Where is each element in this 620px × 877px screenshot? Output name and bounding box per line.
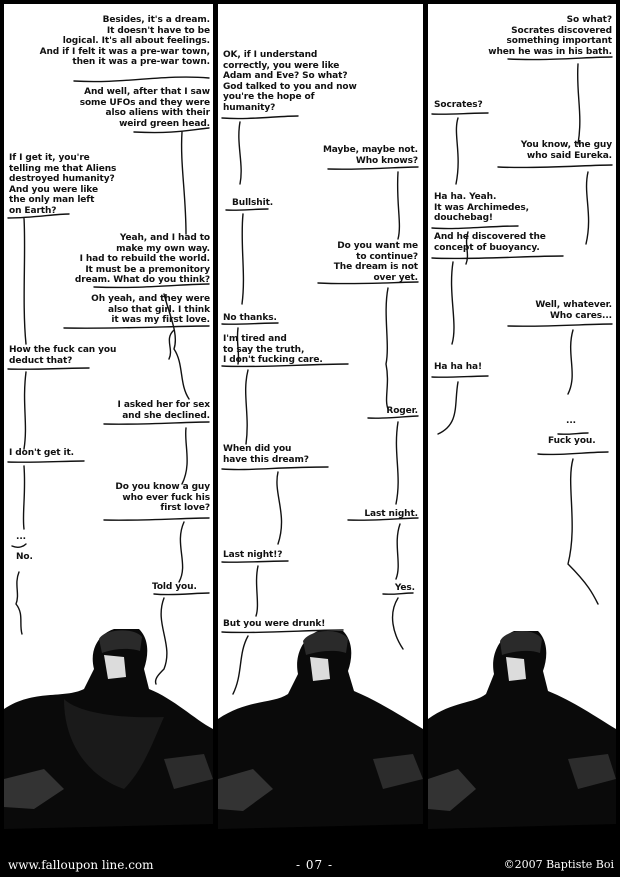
man-silhouette-drawing (428, 630, 616, 849)
speech-text: Do you know a guy who ever fuck his firs… (115, 482, 210, 513)
speech-text: Last night. (364, 509, 418, 519)
speech-text: Oh yeah, and they were also that girl. I… (91, 294, 210, 325)
speech-text: When did you have this dream? (223, 444, 309, 465)
speech-text: And he discovered the concept of buoyanc… (434, 232, 546, 253)
speech-text: Yes. (394, 583, 415, 593)
speech-text: Ha ha. Yeah. It was Archimedes, doucheba… (434, 192, 529, 223)
speech-text: Last night!? (223, 550, 283, 560)
speech-text: Told you. (152, 582, 197, 592)
page-number: - 07 - (296, 858, 334, 872)
speech-text: Fuck you. (548, 436, 596, 446)
page-footer: www.falloupon line.com - 07 - ©2007 Bapt… (0, 853, 620, 877)
man-silhouette-drawing (4, 629, 213, 849)
speech-text: So what? Socrates discovered something i… (488, 15, 612, 57)
speech-text: Yeah, and I had to make my own way. I ha… (74, 233, 210, 285)
speech-text: Ha ha ha! (434, 362, 483, 372)
speech-text: I don't get it. (9, 448, 74, 458)
speech-tails-3 (431, 56, 613, 605)
speech-text: ... (16, 532, 26, 542)
comic-panel-3: So what? Socrates discovered something i… (428, 4, 616, 849)
speech-text: No thanks. (223, 313, 277, 323)
speech-text: No. (16, 552, 33, 562)
speech-text: I'm tired and to say the truth, I don't … (223, 334, 323, 365)
speech-text: Bullshit. (232, 198, 274, 208)
speech-tails-2 (221, 115, 419, 695)
speech-text: If I get it, you're telling me that Alie… (9, 153, 117, 216)
speech-text: Socrates? (434, 100, 483, 110)
man-silhouette-drawing (218, 630, 423, 849)
speech-text: Maybe, maybe not. Who knows? (322, 145, 418, 166)
speech-text: Do you want me to continue? The dream is… (333, 241, 418, 283)
copyright-notice: ©2007 Baptiste Boi (503, 858, 614, 871)
comic-panel-1: Besides, it's a dream. It doesn't have t… (4, 4, 213, 849)
speech-text: Well, whatever. Who cares... (535, 300, 612, 321)
speech-tails-1 (7, 76, 210, 685)
comic-panel-2: OK, if I understand correctly, you were … (218, 4, 423, 849)
speech-text: OK, if I understand correctly, you were … (223, 50, 357, 113)
speech-text: Besides, it's a dream. It doesn't have t… (39, 15, 211, 67)
site-link[interactable]: www.falloupon line.com (8, 858, 154, 872)
speech-text: And well, after that I saw some UFOs and… (79, 87, 210, 129)
speech-text: I asked her for sex and she declined. (117, 400, 211, 421)
speech-text: But you were drunk! (223, 619, 326, 629)
speech-text: ... (566, 416, 576, 426)
speech-text: You know, the guy who said Eureka. (520, 140, 612, 161)
speech-text: Roger. (386, 406, 418, 416)
speech-text: How the fuck can you deduct that? (9, 345, 117, 366)
